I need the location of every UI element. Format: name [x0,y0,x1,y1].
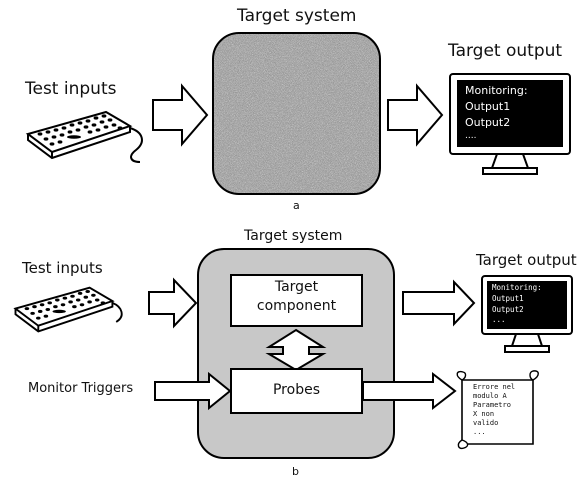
log-line: X non [473,410,495,418]
arrow-icon [402,279,476,327]
monitor-line: Output1 [492,294,524,303]
arrow-icon [387,83,444,147]
log-line: Parametro [473,401,511,409]
arrow-icon [152,83,209,147]
target-system-label: Target system [237,6,357,26]
monitor-triggers-label: Monitor Triggers [28,381,134,396]
log-line: Errore nel [473,383,516,391]
scroll-icon [456,370,539,450]
log-line: modulo A [473,392,507,400]
target-output-label: Target output [448,41,563,61]
monitor-line: .... [465,131,477,141]
log-line: valido [473,419,499,427]
panel-a-caption: a [293,199,300,212]
target-system-label: Target system [244,228,343,244]
arrow-icon [148,277,198,329]
arrow-icon [362,371,457,411]
target-output-label: Target output [476,251,577,269]
probes-label: Probes [272,382,320,398]
monitor-icon [449,73,571,175]
arrow-icon [154,371,232,411]
target-component-box [230,274,363,327]
monitor-line: Output2 [492,305,524,314]
target-component-line1: Target [274,279,319,295]
keyboard-icon [25,110,143,163]
target-component-line2: component [256,298,337,314]
monitor-icon [481,275,573,353]
panel-b-caption: b [292,465,299,478]
monitor-line: Output2 [465,116,511,129]
monitor-line: Monitoring: [465,84,528,97]
keyboard-icon [13,286,123,333]
test-inputs-label: Test inputs [25,79,117,99]
black-box-system [212,32,381,195]
monitor-line: Output1 [465,100,511,113]
log-line: ... [473,428,486,436]
monitor-line: ... [492,315,506,324]
monitor-line: Monitoring: [492,283,542,292]
test-inputs-label: Test inputs [22,259,103,277]
